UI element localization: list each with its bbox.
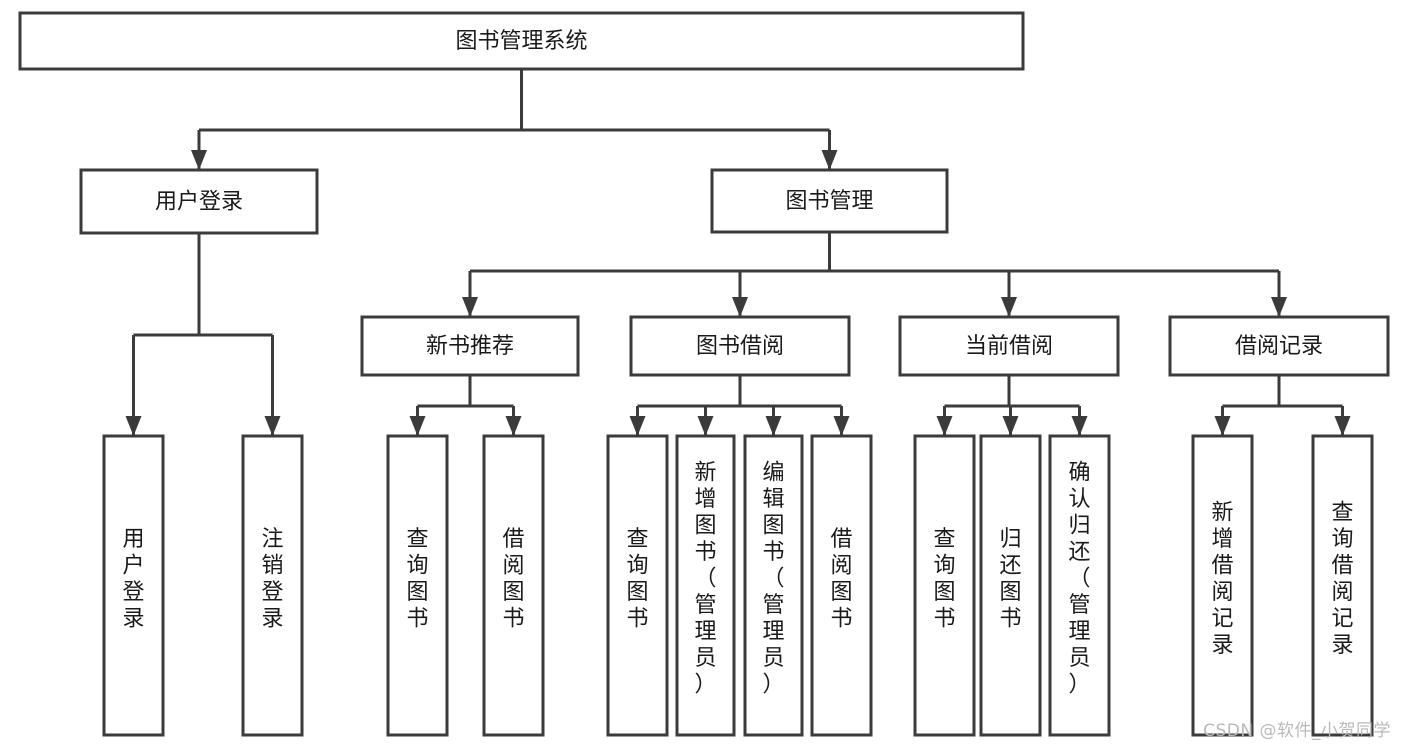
level3-node-e5809fe99885e8aeb0e5bd95[interactable]: 借阅记录 [1168, 315, 1390, 377]
node-layer: 图书管理系统用户登录图书管理用户登录注销登录新书推荐查询图书借阅图书图书借阅查询… [18, 11, 1390, 737]
leaf-node-e696b0e5a29ee5809fe99885-box [1191, 434, 1254, 737]
root-node-e59bbee4b9a6e7aea1e79086-label: 图书管理系统 [455, 29, 587, 54]
leaf-node-e6b3a8e99480e799bbe5bd95[interactable]: 注销登录 [241, 434, 304, 737]
arrow-head-icon [505, 416, 522, 436]
arrow-head-icon [264, 416, 281, 436]
root-node-e59bbee4b9a6e7aea1e79086[interactable]: 图书管理系统 [18, 11, 1025, 71]
leaf-node-e794a8e688b7e799bbe5bd95-label: 用户登录 [122, 527, 144, 632]
leaf-node-e794a8e688b7e799bbe5bd95[interactable]: 用户登录 [102, 434, 165, 737]
level3-node-e696b0e4b9a6e68ea8e88d90-box [360, 315, 580, 377]
leaf-node-e7a1aee8aea4e5bd92e8bf98-box [1048, 434, 1111, 737]
arrow-head-icon [821, 150, 838, 170]
level3-node-e59bbee4b9a6e5809fe99885-label: 图书借阅 [696, 334, 784, 359]
leaf-node-e5bd92e8bf98e59bbee4b9a6[interactable]: 归还图书 [979, 434, 1042, 737]
arrow-head-icon [765, 416, 782, 436]
leaf-node-e5809fe99885e59bbee4b9a6[interactable]: 借阅图书 [482, 434, 545, 737]
level3-node-e5bd93e5898de5809fe99885-label: 当前借阅 [965, 334, 1053, 359]
leaf-node-e7bc96e8be91e59bbee4b9a6[interactable]: 编辑图书（管理员） [743, 434, 804, 737]
leaf-node-e69fa5e8afa2e5809fe99885[interactable]: 查询借阅记录 [1311, 434, 1374, 737]
arrow-head-icon [1334, 416, 1351, 436]
arrow-head-icon [462, 297, 478, 317]
leaf-node-e5809fe99885e59bbee4b9a6-label: 借阅图书 [502, 527, 524, 632]
level2-node-e794a8e688b7e799bbe5bd95-box [79, 168, 319, 235]
leaf-node-e69fa5e8afa2e59bbee4b9a6[interactable]: 查询图书 [386, 434, 449, 737]
level3-node-e5bd93e5898de5809fe99885[interactable]: 当前借阅 [898, 315, 1120, 377]
leaf-node-e5bd92e8bf98e59bbee4b9a6-box [979, 434, 1042, 737]
level3-node-e5809fe99885e8aeb0e5bd95-box [1168, 315, 1390, 377]
arrow-head-icon [629, 416, 646, 436]
level3-node-e696b0e4b9a6e68ea8e88d90[interactable]: 新书推荐 [360, 315, 580, 377]
leaf-node-e69fa5e8afa2e59bbee4b9a6[interactable]: 查询图书 [913, 434, 976, 737]
arrow-head-icon [191, 150, 207, 170]
arrow-head-icon [1001, 297, 1017, 317]
arrow-head-icon [125, 416, 142, 436]
arrow-head-icon [1214, 416, 1231, 436]
leaf-node-e69fa5e8afa2e59bbee4b9a6-label: 查询图书 [933, 527, 955, 632]
leaf-node-e696b0e5a29ee59bbee4b9a6-box [675, 434, 736, 737]
level2-node-e794a8e688b7e799bbe5bd95-label: 用户登录 [155, 190, 243, 215]
leaf-node-e5809fe99885e59bbee4b9a6-box [482, 434, 545, 737]
leaf-node-e69fa5e8afa2e59bbee4b9a6-label: 查询图书 [626, 527, 648, 632]
level2-node-e59bbee4b9a6e7aea1e79086[interactable]: 图书管理 [710, 168, 949, 234]
leaf-node-e69fa5e8afa2e59bbee4b9a6-box [913, 434, 976, 737]
level3-node-e59bbee4b9a6e5809fe99885[interactable]: 图书借阅 [629, 315, 851, 377]
leaf-node-e6b3a8e99480e799bbe5bd95-label: 注销登录 [261, 527, 283, 632]
leaf-node-e69fa5e8afa2e59bbee4b9a6-label: 查询图书 [406, 527, 428, 632]
leaf-node-e7a1aee8aea4e5bd92e8bf98-label: 确认归还（管理员） [1068, 461, 1090, 698]
leaf-node-e69fa5e8afa2e59bbee4b9a6-box [386, 434, 449, 737]
arrow-head-icon [732, 297, 748, 317]
arrow-head-icon [833, 416, 850, 436]
leaf-node-e69fa5e8afa2e59bbee4b9a6-box [606, 434, 669, 737]
connector-layer [125, 69, 1351, 436]
level2-node-e794a8e688b7e799bbe5bd95[interactable]: 用户登录 [79, 168, 319, 235]
leaf-node-e6b3a8e99480e799bbe5bd95-box [241, 434, 304, 737]
level3-node-e59bbee4b9a6e5809fe99885-box [629, 315, 851, 377]
leaf-node-e5809fe99885e59bbee4b9a6-label: 借阅图书 [830, 527, 852, 632]
leaf-node-e69fa5e8afa2e59bbee4b9a6[interactable]: 查询图书 [606, 434, 669, 737]
leaf-node-e69fa5e8afa2e5809fe99885-box [1311, 434, 1374, 737]
level3-node-e696b0e4b9a6e68ea8e88d90-label: 新书推荐 [426, 334, 514, 359]
root-node-e59bbee4b9a6e7aea1e79086-box [18, 11, 1025, 71]
arrow-head-icon [936, 416, 953, 436]
arrow-head-icon [697, 416, 714, 436]
level2-node-e59bbee4b9a6e7aea1e79086-label: 图书管理 [785, 189, 873, 214]
leaf-node-e696b0e5a29ee5809fe99885[interactable]: 新增借阅记录 [1191, 434, 1254, 737]
leaf-node-e5809fe99885e59bbee4b9a6[interactable]: 借阅图书 [810, 434, 873, 737]
arrow-head-icon [1002, 416, 1019, 436]
arrow-head-icon [1271, 297, 1287, 317]
arrow-head-icon [409, 416, 426, 436]
leaf-node-e5bd92e8bf98e59bbee4b9a6-label: 归还图书 [999, 527, 1021, 632]
leaf-node-e69fa5e8afa2e5809fe99885-label: 查询借阅记录 [1331, 500, 1353, 658]
level2-node-e59bbee4b9a6e7aea1e79086-box [710, 168, 949, 234]
leaf-node-e794a8e688b7e799bbe5bd95-box [102, 434, 165, 737]
level3-node-e5bd93e5898de5809fe99885-box [898, 315, 1120, 377]
leaf-node-e696b0e5a29ee59bbee4b9a6[interactable]: 新增图书（管理员） [675, 434, 736, 737]
leaf-node-e696b0e5a29ee59bbee4b9a6-label: 新增图书（管理员） [694, 461, 716, 698]
leaf-node-e7bc96e8be91e59bbee4b9a6-label: 编辑图书（管理员） [762, 461, 784, 698]
arrow-head-icon [1071, 416, 1088, 436]
leaf-node-e7bc96e8be91e59bbee4b9a6-box [743, 434, 804, 737]
leaf-node-e5809fe99885e59bbee4b9a6-box [810, 434, 873, 737]
leaf-node-e696b0e5a29ee5809fe99885-label: 新增借阅记录 [1211, 500, 1233, 658]
leaf-node-e7a1aee8aea4e5bd92e8bf98[interactable]: 确认归还（管理员） [1048, 434, 1111, 737]
level3-node-e5809fe99885e8aeb0e5bd95-label: 借阅记录 [1235, 334, 1323, 359]
